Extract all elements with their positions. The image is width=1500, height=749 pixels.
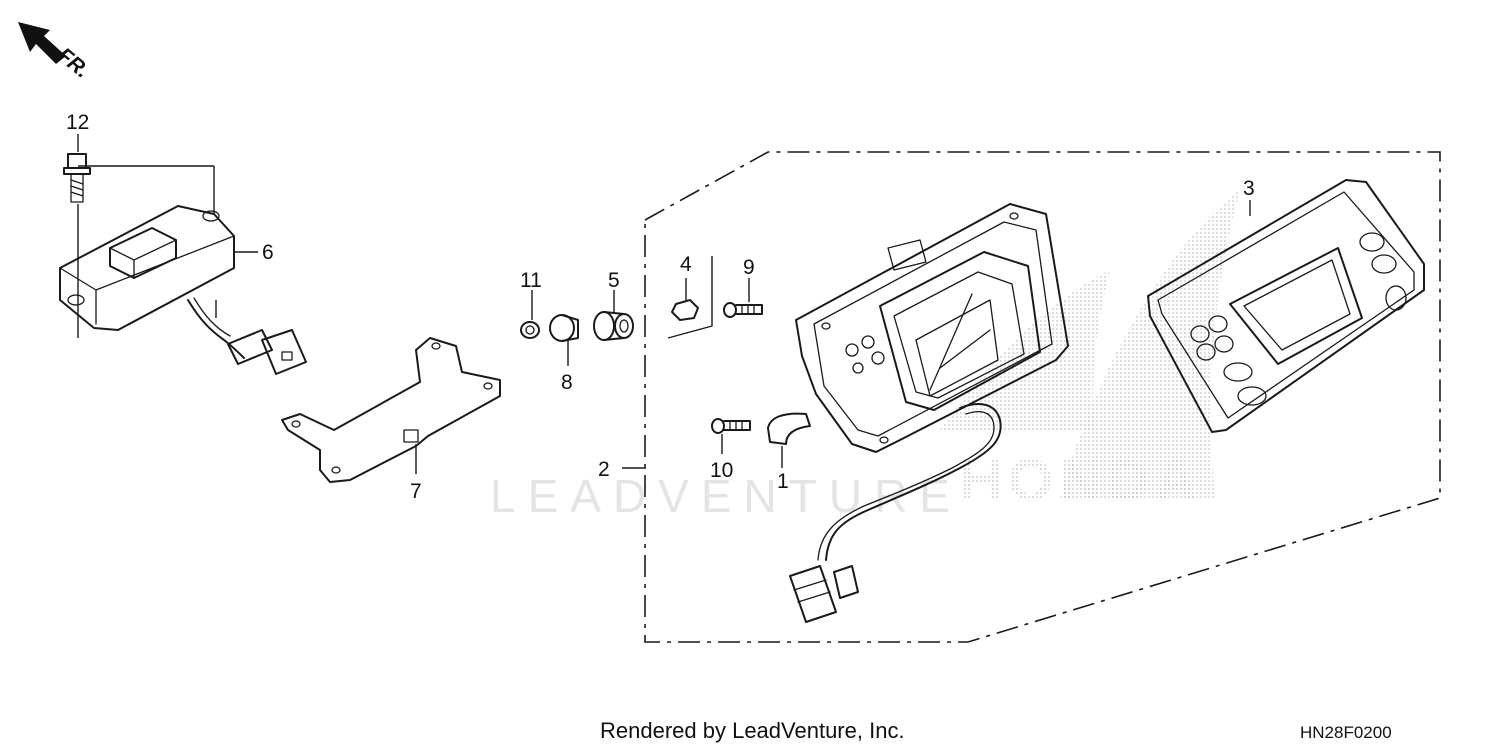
callout-3: 3 (1243, 177, 1255, 200)
callout-11: 11 (520, 269, 542, 292)
honda-logo-watermark: HONDA (960, 448, 1203, 513)
front-direction-arrow-icon (18, 22, 66, 64)
direction-label: FR. (53, 43, 94, 82)
part-2-meter-housing (789, 203, 1069, 623)
part-7-mounting-bracket (281, 337, 501, 483)
diagram-code: HN28F0200 (1300, 723, 1392, 742)
part-4-nut (671, 299, 699, 321)
callout-5: 5 (608, 269, 620, 292)
callout-8: 8 (561, 371, 573, 394)
callout-10: 10 (710, 459, 733, 482)
render-credit: Rendered by LeadVenture, Inc. (600, 718, 905, 743)
part-3-meter-cover (1147, 179, 1425, 433)
part-6-control-module (59, 205, 307, 375)
part-9-screw (723, 302, 763, 318)
callout-4: 4 (680, 253, 692, 276)
callout-7: 7 (410, 480, 422, 503)
leadventure-watermark: LEADVENTURE (490, 470, 962, 522)
callout-6: 6 (262, 241, 274, 264)
part-5-grommet (593, 311, 634, 341)
part-10-screw (711, 418, 751, 434)
callout-2: 2 (598, 458, 610, 481)
part-12-flange-bolt (63, 153, 91, 203)
callout-12: 12 (66, 111, 89, 134)
part-1-harness-clamp (767, 412, 811, 445)
callout-1: 1 (777, 470, 789, 493)
part-11-nut (520, 321, 540, 339)
callout-9: 9 (743, 256, 755, 279)
part-8-collar (549, 314, 579, 342)
meter-assembly-boundary (644, 151, 1441, 643)
